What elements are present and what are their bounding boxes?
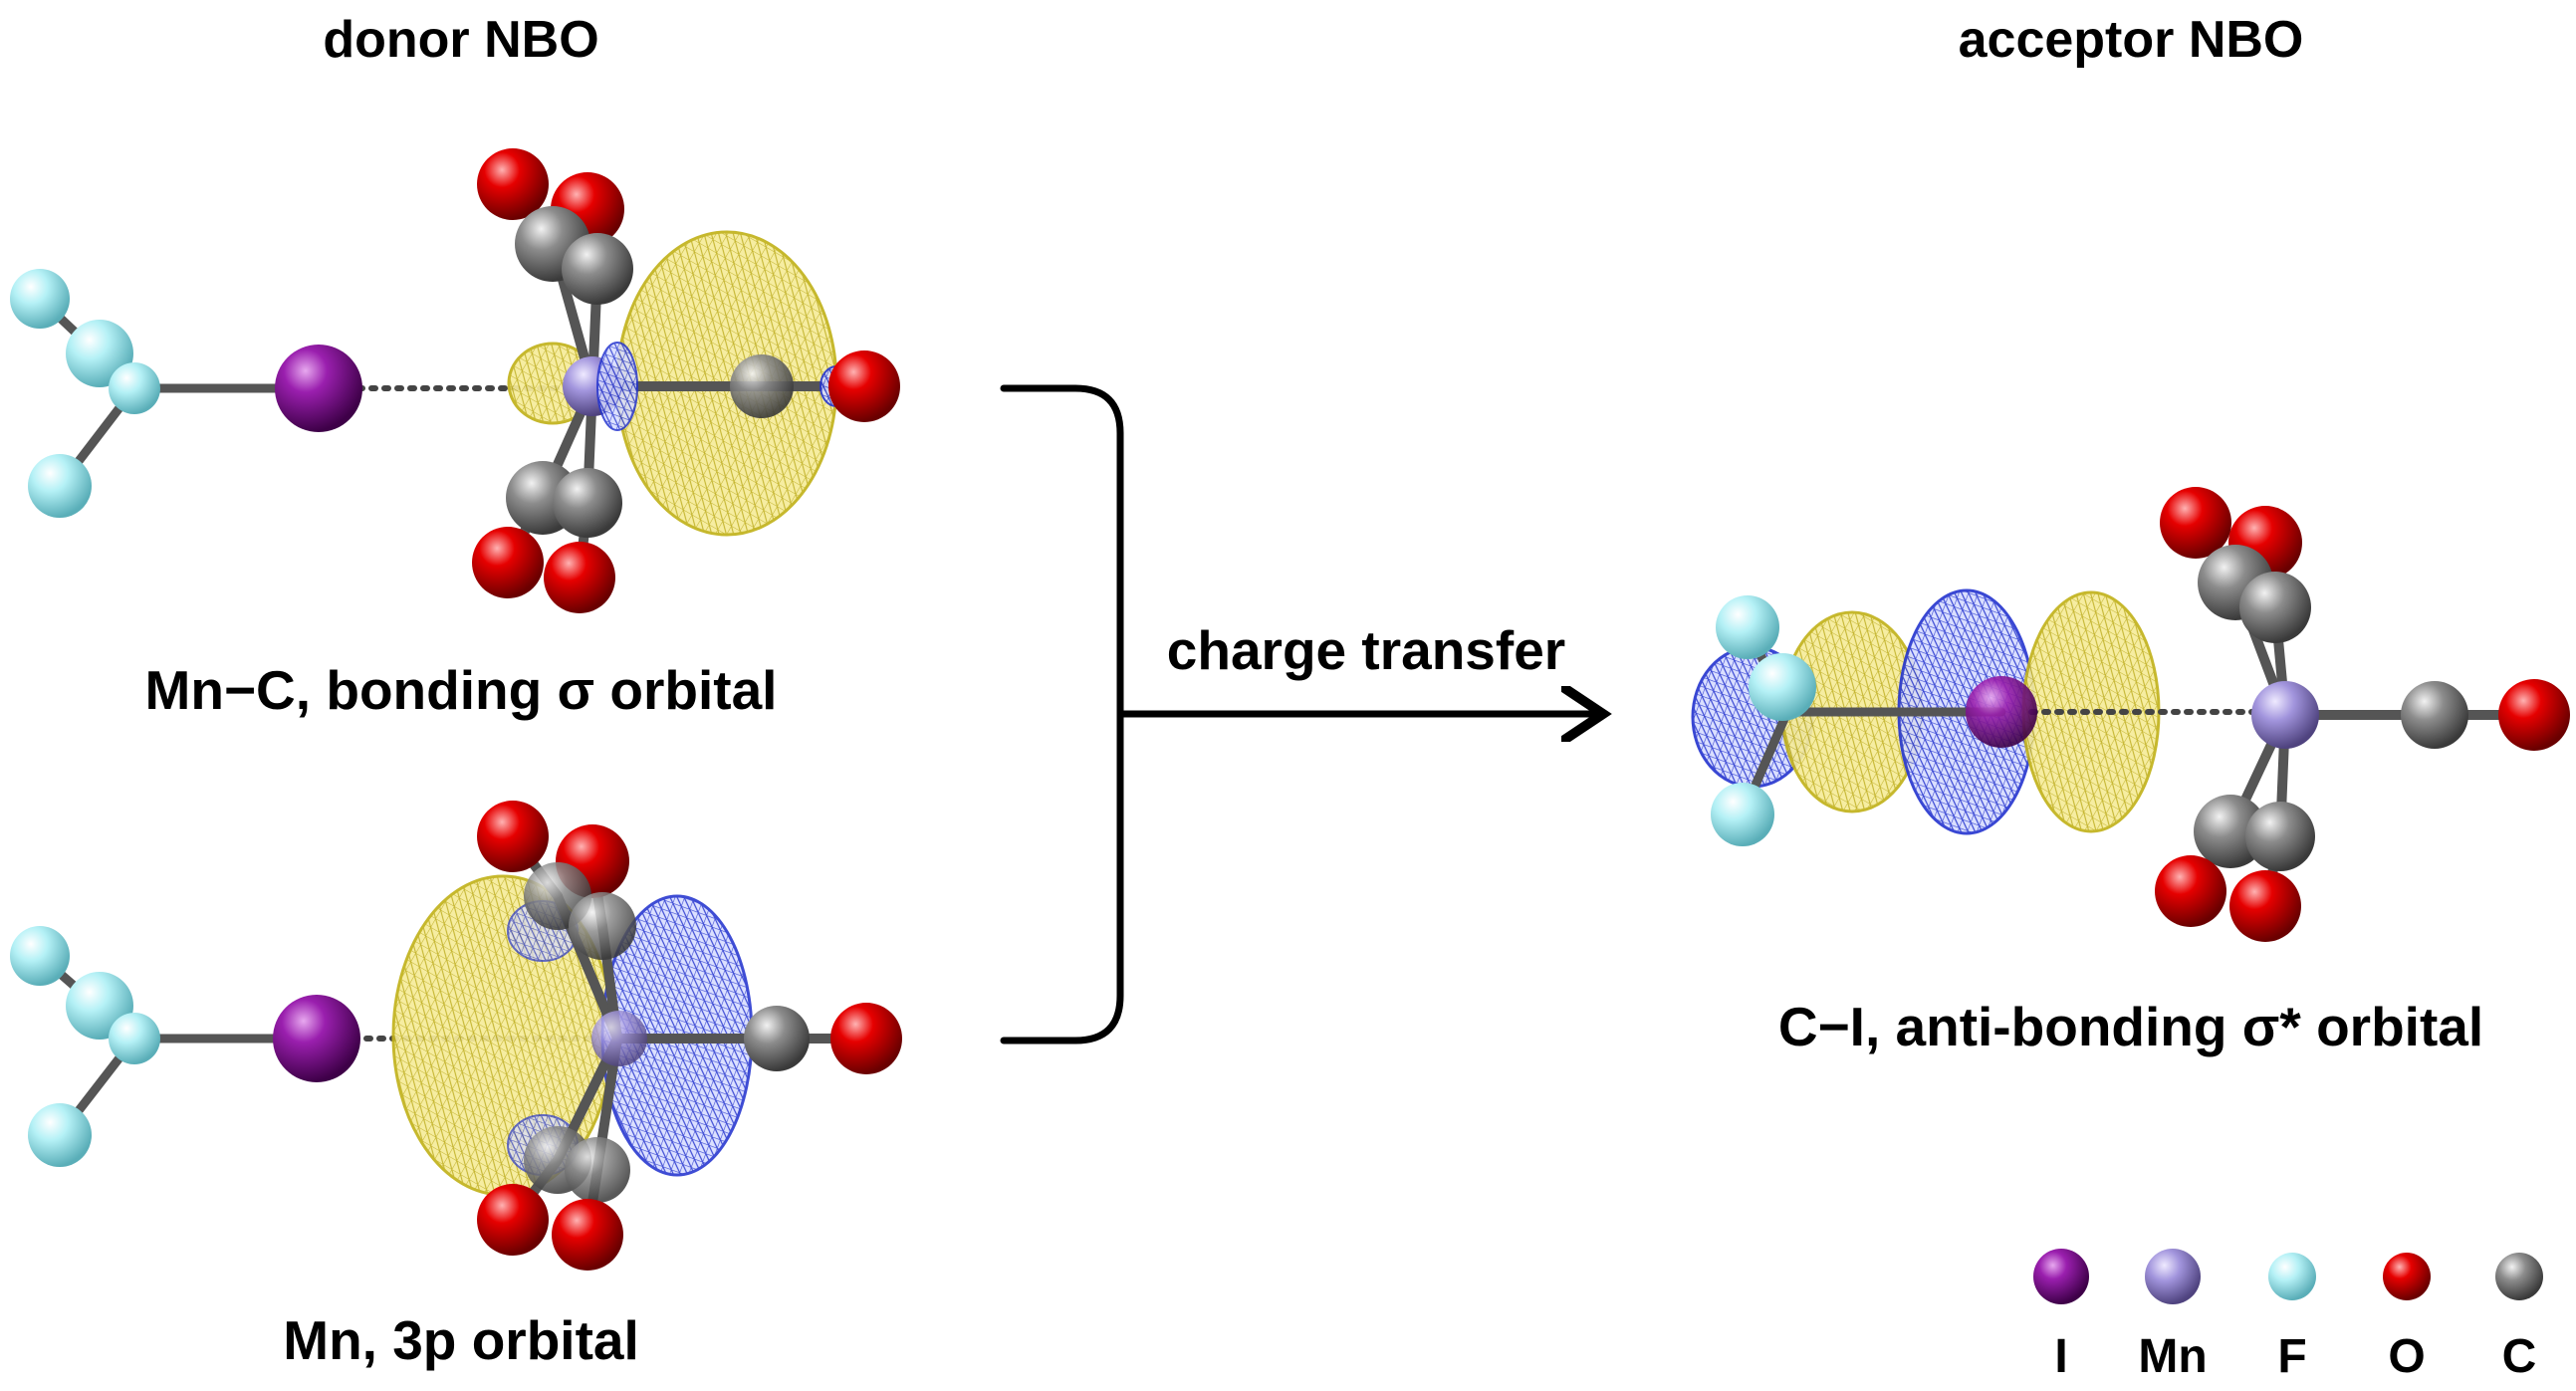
acceptor-caption: C−I, anti-bonding σ* orbital bbox=[1778, 996, 2483, 1057]
donor-top-molecule bbox=[10, 148, 900, 613]
legend-item-mn: Mn bbox=[2138, 1249, 2208, 1383]
svg-text:Mn: Mn bbox=[2138, 1330, 2207, 1383]
legend-item-o: O bbox=[2383, 1253, 2431, 1383]
donor-heading: donor NBO bbox=[323, 11, 598, 69]
donor-bottom-caption: Mn, 3p orbital bbox=[283, 1309, 639, 1371]
legend-item-c: C bbox=[2495, 1253, 2543, 1383]
svg-text:I: I bbox=[2054, 1330, 2067, 1383]
svg-text:F: F bbox=[2277, 1330, 2306, 1383]
charge-transfer-bracket bbox=[1000, 384, 1124, 1044]
charge-transfer-label: charge transfer bbox=[1167, 619, 1565, 681]
donor-top-caption: Mn−C, bonding σ orbital bbox=[145, 659, 778, 721]
acceptor-heading: acceptor NBO bbox=[1959, 11, 2304, 69]
legend-item-f: F bbox=[2268, 1253, 2316, 1383]
svg-text:O: O bbox=[2388, 1330, 2425, 1383]
legend-item-i: I bbox=[2033, 1249, 2089, 1383]
acceptor-molecule bbox=[1691, 487, 2570, 942]
svg-text:C: C bbox=[2502, 1330, 2537, 1383]
donor-bottom-molecule bbox=[10, 801, 902, 1271]
element-legend: I Mn F O C bbox=[2033, 1249, 2543, 1383]
